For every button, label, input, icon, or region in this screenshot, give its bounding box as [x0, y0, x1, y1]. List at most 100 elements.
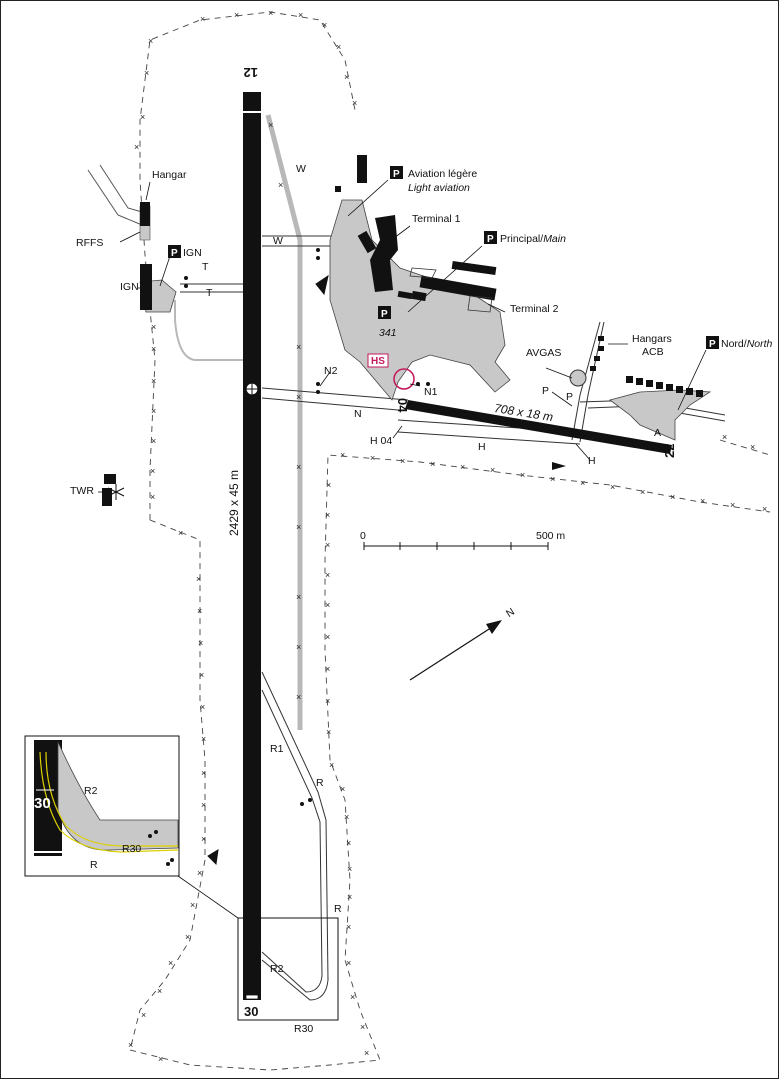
taxiway-p2-label: P [566, 391, 573, 403]
detail-connector-line [177, 875, 239, 919]
parking-north-label: Nord/North [721, 338, 773, 350]
svg-text:×: × [296, 692, 301, 702]
parking-main-fr: Principal/ [500, 233, 543, 245]
svg-text:×: × [296, 642, 301, 652]
svg-text:×: × [325, 510, 330, 520]
svg-text:×: × [157, 986, 162, 996]
svg-text:×: × [325, 696, 330, 706]
runway-04-label: 04 [395, 398, 410, 413]
svg-text:×: × [151, 322, 156, 332]
rffs-road [87, 169, 143, 226]
svg-text:×: × [347, 864, 352, 874]
svg-text:×: × [200, 14, 205, 24]
svg-text:×: × [151, 406, 156, 416]
avgas-roundabout [569, 369, 587, 387]
svg-text:×: × [326, 727, 331, 737]
taxiway-h04-label: H 04 [370, 435, 392, 447]
svg-text:×: × [296, 462, 301, 472]
hangars-acb [590, 336, 703, 397]
buildings [102, 155, 497, 506]
parking-main-label: Principal/Main [500, 233, 566, 245]
parking-symbol-boxes [168, 166, 719, 349]
apron-number-label: 341 [379, 327, 397, 339]
svg-text:×: × [722, 432, 727, 442]
svg-text:×: × [197, 606, 202, 616]
svg-text:×: × [200, 702, 205, 712]
tower-beacon-icon [107, 484, 125, 500]
svg-text:×: × [199, 670, 204, 680]
svg-text:×: × [151, 436, 156, 446]
svg-text:×: × [352, 98, 357, 108]
taxiway-n-label: N [354, 408, 362, 420]
svg-text:×: × [730, 500, 735, 510]
apron-light-marker [184, 248, 430, 806]
north-arrow [409, 620, 502, 681]
svg-text:×: × [364, 1048, 369, 1058]
svg-text:×: × [296, 392, 301, 402]
svg-text:×: × [150, 466, 155, 476]
terminal1-label: Terminal 1 [412, 213, 461, 225]
hotspot-label-box [367, 353, 389, 368]
svg-text:×: × [268, 8, 273, 18]
svg-text:×: × [144, 68, 149, 78]
svg-text:×: × [178, 528, 183, 538]
svg-text:×: × [460, 462, 465, 472]
terminal2-outline-2 [467, 295, 493, 313]
svg-text:×: × [700, 496, 705, 506]
parking-north-en: North [747, 338, 773, 350]
svg-text:×: × [234, 10, 239, 20]
runway-30-label: 30 [244, 1004, 258, 1019]
hangars-label: Hangars [632, 333, 672, 345]
svg-text:×: × [201, 800, 206, 810]
svg-text:×: × [400, 456, 405, 466]
svg-text:×: × [296, 522, 301, 532]
svg-text:×: × [640, 487, 645, 497]
svg-text:×: × [298, 10, 303, 20]
svg-text:×: × [347, 892, 352, 902]
svg-text:×: × [346, 958, 351, 968]
taxiway-r-label-2: R [334, 903, 342, 915]
perimeter-fence [129, 11, 771, 1071]
svg-text:×: × [322, 20, 327, 30]
strip-crosses: ××× ××× ××× [268, 120, 301, 702]
ign-label: IGN [120, 281, 139, 293]
north-arrow-label: N [504, 606, 517, 620]
fence-crosses: ××× ××× ××× ××× ××× ××× ××× ××× ××× ××× … [128, 8, 767, 1064]
taxiway-t-label: T [202, 261, 209, 273]
svg-text:×: × [198, 638, 203, 648]
parking-north-fr: Nord/ [721, 338, 747, 350]
taxiway-n1-label: N1 [424, 386, 438, 398]
taxiway-a-label: A [654, 427, 661, 439]
taxiway-p-label: P [542, 385, 549, 397]
leader-lines [98, 179, 707, 493]
svg-text:×: × [350, 992, 355, 1002]
terminal2-outline [409, 267, 437, 279]
svg-text:×: × [134, 142, 139, 152]
scale-end-label: 500 m [536, 530, 565, 542]
svg-text:×: × [370, 453, 375, 463]
parking-symbol-letters: P P P P P [171, 169, 716, 350]
svg-text:×: × [190, 900, 195, 910]
runway-12-30 [243, 92, 261, 1000]
hangar-label: Hangar [152, 169, 187, 181]
svg-text:×: × [490, 465, 495, 475]
svg-text:×: × [141, 1010, 146, 1020]
inset-r2-label: R2 [84, 785, 98, 797]
svg-text:×: × [197, 868, 202, 878]
svg-text:×: × [580, 478, 585, 488]
svg-text:×: × [185, 932, 190, 942]
inset-panel [24, 735, 180, 877]
parking-main-en: Main [543, 233, 566, 245]
svg-text:P: P [709, 339, 716, 350]
svg-text:×: × [346, 838, 351, 848]
svg-text:×: × [430, 459, 435, 469]
taxiway-n2-label: N2 [324, 365, 338, 377]
svg-text:×: × [360, 1022, 365, 1032]
inset-r-label: R [90, 859, 98, 871]
parking-ign-label: IGN [183, 247, 202, 259]
svg-text:×: × [610, 482, 615, 492]
svg-text:P: P [381, 309, 388, 320]
svg-text:×: × [340, 450, 345, 460]
